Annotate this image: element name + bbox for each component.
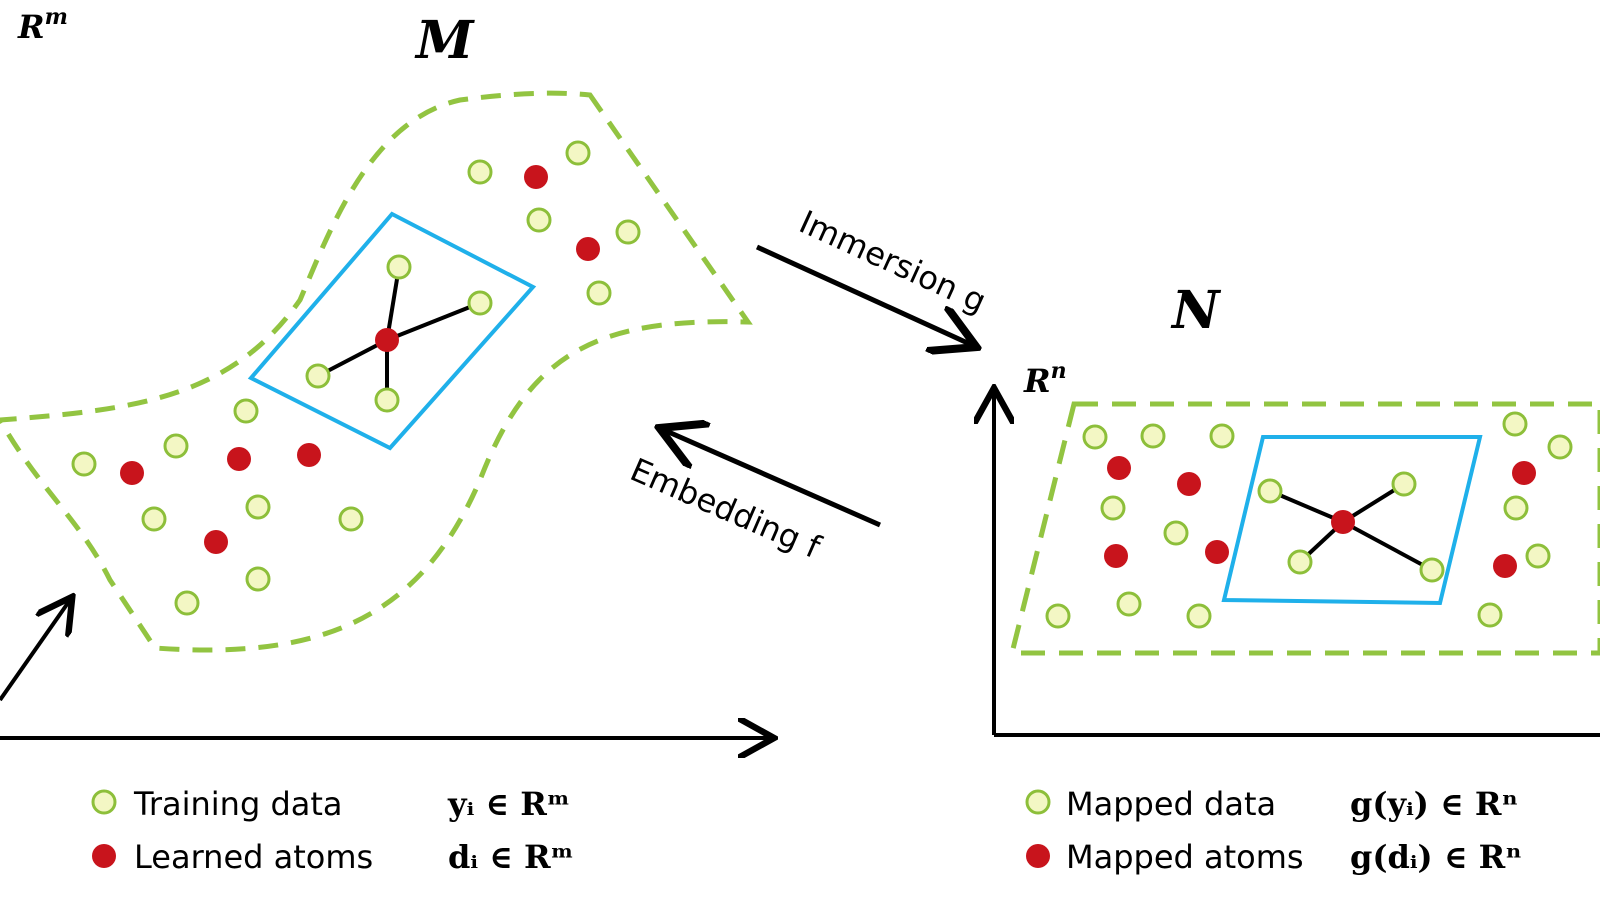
atom-point bbox=[227, 447, 251, 471]
mapped-atom bbox=[1177, 472, 1201, 496]
mapped-point bbox=[1082, 424, 1108, 450]
mapped-point bbox=[1045, 603, 1071, 629]
mapped-point bbox=[1100, 495, 1126, 521]
manifold-m-title: M bbox=[414, 10, 475, 71]
atom-point bbox=[576, 237, 600, 261]
atom-connections-m bbox=[317, 266, 481, 400]
training-point bbox=[233, 398, 259, 424]
space-label-rn: Rn bbox=[1023, 358, 1067, 400]
training-point bbox=[467, 159, 493, 185]
mapped-point bbox=[1391, 471, 1417, 497]
legend-mapped-atoms-math: g(dᵢ) ∈ Rⁿ bbox=[1350, 838, 1522, 876]
mapped-point bbox=[1140, 423, 1166, 449]
training-point bbox=[374, 387, 400, 413]
mapped-point bbox=[1525, 543, 1551, 569]
mapped-atom bbox=[1107, 456, 1131, 480]
mapped-point bbox=[1257, 478, 1283, 504]
legend-atoms-marker bbox=[92, 844, 116, 868]
mapped-point bbox=[1419, 557, 1445, 583]
manifold-n-title: N bbox=[1170, 280, 1222, 341]
training-point bbox=[141, 506, 167, 532]
immersion-label: Immersion g bbox=[794, 203, 992, 321]
mapped-point bbox=[1477, 602, 1503, 628]
axes-rn bbox=[994, 392, 1600, 737]
training-point bbox=[338, 506, 364, 532]
local-patch-n bbox=[1221, 435, 1483, 606]
mapped-point bbox=[1163, 520, 1189, 546]
embedding-label: Embedding f bbox=[625, 450, 827, 566]
training-point bbox=[174, 590, 200, 616]
training-point bbox=[586, 280, 612, 306]
legend-atoms-label: Learned atoms bbox=[134, 838, 373, 876]
legend-mapped-atoms-label: Mapped atoms bbox=[1066, 838, 1304, 876]
training-point bbox=[386, 254, 412, 280]
axes-rm bbox=[0, 600, 770, 738]
training-point bbox=[71, 451, 97, 477]
atoms-m bbox=[120, 165, 600, 554]
training-point bbox=[615, 219, 641, 245]
svg-text:Rm: Rm bbox=[17, 4, 68, 46]
mapped-point bbox=[1547, 434, 1573, 460]
space-label-rm: Rm bbox=[17, 4, 68, 46]
training-points-m bbox=[71, 140, 641, 616]
mapped-point bbox=[1287, 549, 1313, 575]
legend-training-marker bbox=[91, 789, 117, 815]
manifold-n-boundary bbox=[1008, 401, 1600, 656]
mapped-point bbox=[1116, 591, 1142, 617]
training-point bbox=[305, 363, 331, 389]
mapped-point bbox=[1186, 603, 1212, 629]
legend-right: Mapped data g(yᵢ) ∈ Rⁿ Mapped atoms g(dᵢ… bbox=[1025, 785, 1522, 876]
training-point bbox=[163, 433, 189, 459]
mapped-point bbox=[1209, 423, 1235, 449]
legend-mapped-data-math: g(yᵢ) ∈ Rⁿ bbox=[1350, 785, 1518, 823]
mapped-atom bbox=[1104, 544, 1128, 568]
legend-training-label: Training data bbox=[133, 785, 343, 823]
training-point bbox=[467, 290, 493, 316]
legend-mapped-data-label: Mapped data bbox=[1066, 785, 1276, 823]
atoms-n bbox=[1104, 456, 1536, 578]
training-point bbox=[526, 207, 552, 233]
legend-atoms-math: dᵢ ∈ Rᵐ bbox=[448, 838, 574, 876]
mapped-atom bbox=[1512, 461, 1536, 485]
training-point bbox=[565, 140, 591, 166]
mapped-atom bbox=[1331, 510, 1355, 534]
atom-point bbox=[375, 328, 399, 352]
mapped-atom bbox=[1493, 554, 1517, 578]
atom-point bbox=[120, 461, 144, 485]
atom-point bbox=[204, 530, 228, 554]
legend-training-math: yᵢ ∈ Rᵐ bbox=[447, 785, 570, 823]
local-patch-m bbox=[247, 211, 537, 451]
mapped-point bbox=[1502, 411, 1528, 437]
legend-mapped-data-marker bbox=[1025, 789, 1051, 815]
svg-text:Rn: Rn bbox=[1023, 358, 1067, 400]
training-point bbox=[245, 494, 271, 520]
manifold-m-boundary bbox=[0, 90, 753, 653]
atom-point bbox=[524, 165, 548, 189]
training-points-n bbox=[1045, 411, 1573, 629]
legend-mapped-atoms-marker bbox=[1026, 844, 1050, 868]
atom-point bbox=[297, 443, 321, 467]
legend-left: Training data yᵢ ∈ Rᵐ Learned atoms dᵢ ∈… bbox=[91, 785, 574, 876]
embedding-arrow bbox=[664, 430, 882, 528]
training-point bbox=[245, 566, 271, 592]
immersion-arrow bbox=[755, 244, 972, 345]
mapped-point bbox=[1503, 495, 1529, 521]
mapped-atom bbox=[1205, 540, 1229, 564]
